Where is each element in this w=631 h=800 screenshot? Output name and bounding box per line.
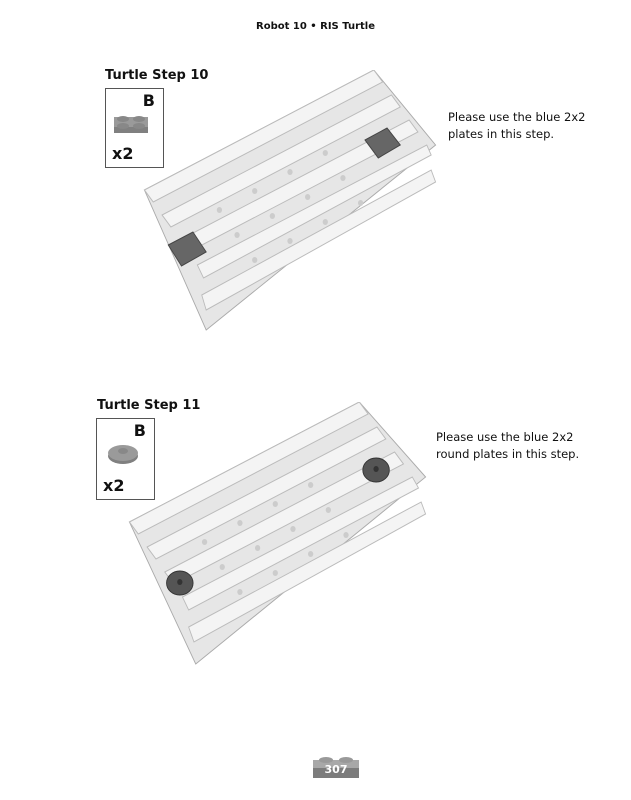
model-illustration — [143, 70, 437, 331]
color-letter: B — [133, 421, 146, 440]
part-quantity: x2 — [112, 144, 134, 163]
part-quantity: x2 — [103, 476, 125, 495]
step-note: Please use the blue 2x2 plates in this s… — [448, 109, 588, 143]
page-number: 307 — [324, 763, 348, 776]
2x2-plate-icon — [114, 116, 148, 133]
2x2-round-plate-icon — [108, 445, 138, 464]
parts-callout: B x2 — [105, 88, 164, 168]
step-title: Turtle Step 10 — [105, 68, 209, 83]
color-letter: B — [142, 91, 155, 110]
page-header: Robot 10 • RIS Turtle — [256, 21, 375, 32]
step-title: Turtle Step 11 — [97, 398, 201, 413]
blue-plate — [167, 231, 207, 267]
step-note: Please use the blue 2x2 round plates in … — [436, 429, 586, 463]
page-number-badge: 307 — [313, 752, 359, 778]
blue-plate — [364, 127, 401, 159]
brick-icon — [313, 757, 359, 778]
parts-callout: B x2 — [96, 418, 155, 500]
model-illustration — [128, 402, 427, 665]
